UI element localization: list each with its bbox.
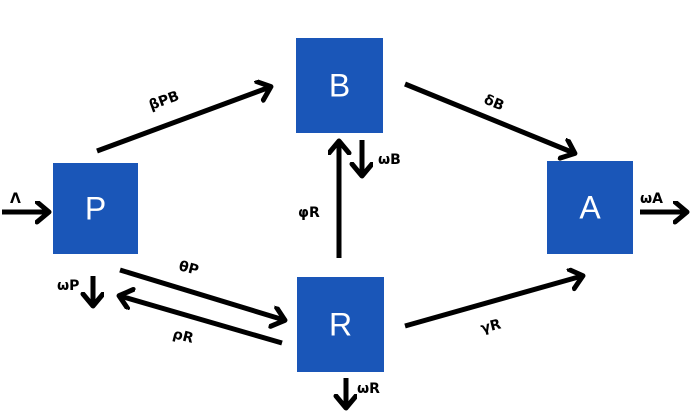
edge-r-to-p-arrow xyxy=(120,296,283,346)
edge-b-to-a-label: δB xyxy=(482,92,507,114)
edge-p-to-b-label: βPB xyxy=(147,88,182,114)
node-p-box xyxy=(53,163,138,254)
edge-a-out-label: ωA xyxy=(640,191,663,207)
edge-r-to-a: γR xyxy=(404,276,582,337)
node-r-box xyxy=(297,277,384,372)
node-r-label: R xyxy=(329,307,352,343)
edge-p-out-label: ωP xyxy=(57,278,79,294)
edge-r-to-b: φR xyxy=(298,142,339,258)
edge-p-to-r: θP xyxy=(119,258,284,320)
edge-b-to-a: δB xyxy=(404,81,574,153)
edge-r-to-p: ρR xyxy=(120,296,283,347)
edge-a-out: ωA xyxy=(640,191,686,212)
edge-b-out-label: ωB xyxy=(378,152,401,168)
node-r: R xyxy=(297,277,384,372)
edge-r-to-a-arrow xyxy=(404,276,582,329)
node-p: P xyxy=(53,163,138,254)
node-p-label: P xyxy=(85,191,106,227)
edge-inflow-p-label: Λ xyxy=(10,191,21,207)
edge-p-to-b: βPB xyxy=(96,87,270,154)
edge-inflow-p: Λ xyxy=(2,191,48,212)
edge-b-out: ωB xyxy=(362,140,401,175)
edge-r-to-b-label: φR xyxy=(298,205,320,221)
node-a-label: A xyxy=(579,190,601,226)
edge-p-to-r-arrow xyxy=(119,267,284,320)
node-b-box xyxy=(296,38,383,133)
node-b-label: B xyxy=(329,68,350,104)
edge-r-to-a-label: γR xyxy=(479,316,503,336)
node-a-box xyxy=(547,161,633,254)
edge-r-to-p-label: ρR xyxy=(171,326,195,347)
node-a: A xyxy=(547,161,633,254)
edge-p-to-b-arrow xyxy=(96,87,270,154)
edge-p-to-r-label: θP xyxy=(177,258,200,278)
edge-b-to-a-arrow xyxy=(404,81,574,153)
edge-r-out: ωR xyxy=(346,378,380,407)
node-b: B xyxy=(296,38,383,133)
edge-r-out-label: ωR xyxy=(357,381,380,397)
edge-p-out: ωP xyxy=(57,276,93,305)
